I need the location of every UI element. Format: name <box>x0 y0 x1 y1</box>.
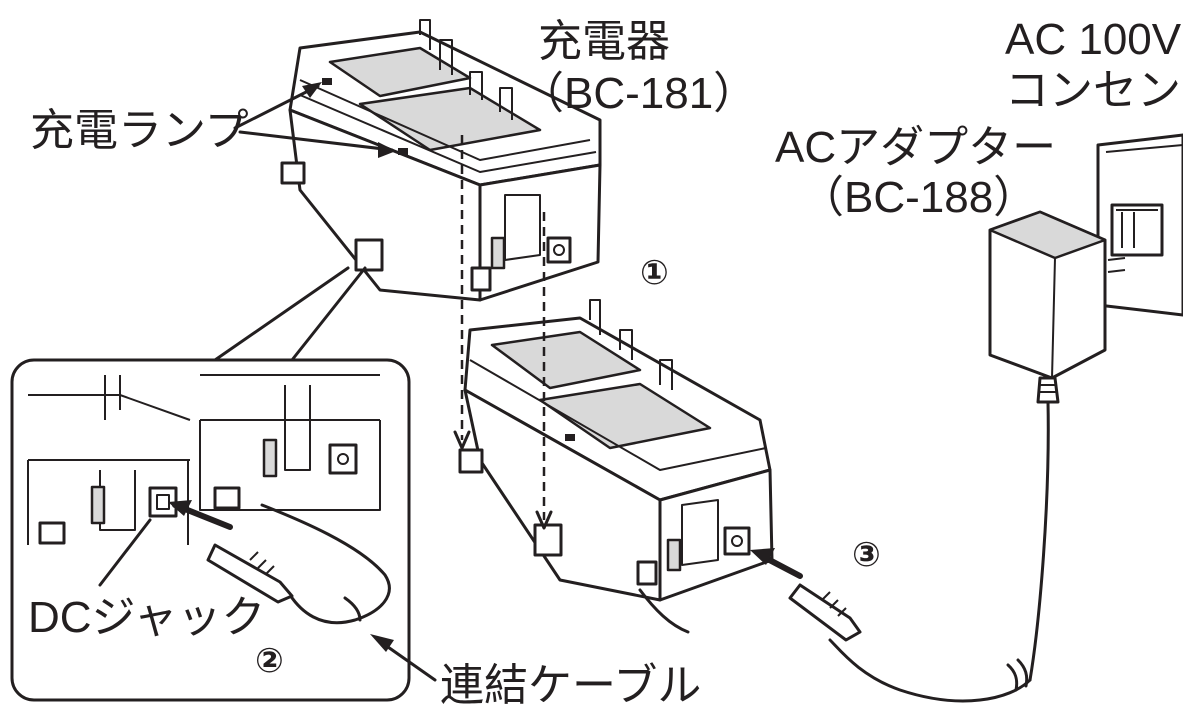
charger-bottom <box>458 299 774 634</box>
ac-adapter <box>988 210 1126 682</box>
charge-lamp-label: 充電ランプ <box>30 106 249 155</box>
charge-lamp-pointers <box>233 82 396 158</box>
foot <box>636 560 658 586</box>
ac-outlet-label-line2: コンセント <box>1005 66 1183 115</box>
dc-jack-label: DCジャック <box>28 593 265 642</box>
step-2: ② <box>255 642 284 680</box>
link-cable-pointer <box>370 634 437 682</box>
ac-adapter-model-label: （BC-188） <box>800 173 1037 222</box>
charger-top <box>280 19 602 302</box>
charge-lamp-2 <box>398 148 408 155</box>
foot <box>458 448 484 474</box>
stack-guides <box>453 135 553 530</box>
charge-lamp-3 <box>565 434 575 441</box>
step-1: ① <box>640 254 669 292</box>
foot <box>470 266 492 292</box>
ac-adapter-label: ACアダプター <box>775 123 1056 172</box>
dc-jack-bottom <box>723 526 751 556</box>
ac-outlet-label-line1: AC 100V <box>1005 15 1182 64</box>
charger-model-label: （BC-181） <box>520 69 757 118</box>
dc-jack-top <box>546 236 572 264</box>
detail-inset <box>10 266 411 702</box>
charge-lamp-1 <box>322 78 332 85</box>
foot <box>280 161 306 185</box>
foot <box>533 523 563 557</box>
charger-label: 充電器 <box>538 17 670 66</box>
ac-outlet <box>1096 133 1183 317</box>
adapter-cable <box>750 548 1032 703</box>
foot <box>354 238 384 272</box>
link-cable-label: 連結ケーブル <box>440 661 701 708</box>
step-3: ③ <box>852 536 881 574</box>
